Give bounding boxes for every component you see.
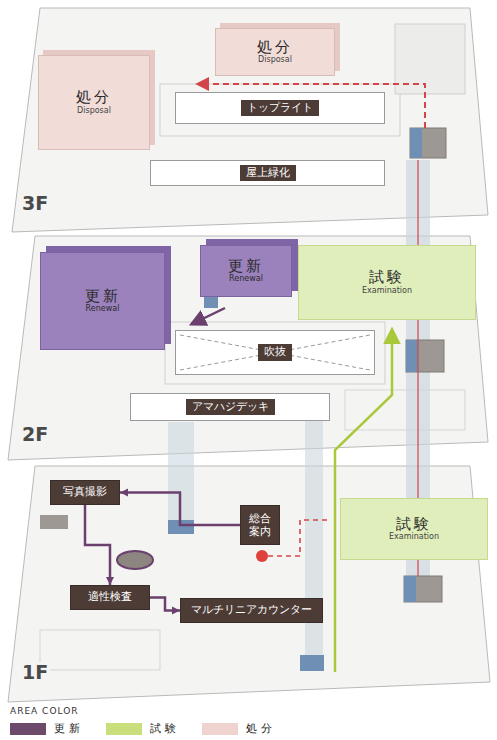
examination-area: 試験Examination bbox=[340, 498, 488, 560]
stair-mark bbox=[204, 296, 218, 308]
legend-heading: AREA COLOR bbox=[10, 706, 79, 716]
node-title: 試験 bbox=[369, 269, 405, 286]
renewal-area: 更新Renewal bbox=[40, 252, 165, 350]
stair-mark bbox=[410, 128, 422, 158]
node-content: 更新Renewal bbox=[228, 258, 264, 284]
disposal-area: 処分Disposal bbox=[215, 28, 335, 76]
stair bbox=[404, 576, 442, 602]
legend: 更新 試験 処分 bbox=[10, 721, 298, 736]
counter-tag: 総合案内 bbox=[240, 505, 280, 545]
node-content: 更新Renewal bbox=[85, 288, 121, 314]
legend-text: 試験 bbox=[150, 721, 180, 736]
floor-plate bbox=[8, 466, 490, 702]
counter-tag: 写真撮影 bbox=[50, 480, 120, 505]
node-subtitle: Disposal bbox=[77, 107, 111, 116]
node-title: 総合案内 bbox=[247, 511, 273, 539]
node-title: 試験 bbox=[396, 516, 432, 533]
node-subtitle: Examination bbox=[362, 287, 412, 296]
stair-mark bbox=[406, 340, 418, 372]
node-subtitle: Renewal bbox=[86, 305, 120, 314]
plan-line bbox=[40, 630, 160, 670]
legend-item: 処分 bbox=[202, 721, 276, 736]
renewal-flow bbox=[192, 308, 225, 324]
examination-area: 試験Examination bbox=[298, 245, 476, 320]
atrium-box: 吹抜 bbox=[175, 330, 375, 375]
legend-swatch bbox=[106, 723, 142, 735]
node-content: 処分Disposal bbox=[257, 39, 293, 65]
disposal-area: 処分Disposal bbox=[38, 55, 150, 150]
node-content: 写真撮影 bbox=[59, 484, 111, 500]
node-content: アマハジデッキ bbox=[186, 399, 275, 415]
node-title: 写真撮影 bbox=[59, 484, 111, 500]
node-subtitle: Disposal bbox=[258, 56, 292, 65]
node-content: 処分Disposal bbox=[76, 89, 112, 115]
node-content: 試験Examination bbox=[389, 516, 439, 542]
node-title: 処分 bbox=[257, 39, 293, 56]
stair-mark bbox=[404, 576, 416, 602]
legend-item: 試験 bbox=[106, 721, 180, 736]
flow-connector bbox=[150, 598, 180, 615]
plan-line bbox=[160, 84, 400, 136]
arrow-head bbox=[120, 489, 128, 497]
node-title: 処分 bbox=[76, 89, 112, 106]
node-content: 適性検査 bbox=[84, 589, 136, 605]
node-content: マルチリニアカウンター bbox=[187, 602, 316, 618]
legend-text: 処分 bbox=[246, 721, 276, 736]
node-subtitle: Renewal bbox=[229, 275, 263, 284]
renewal-area: 更新Renewal bbox=[200, 245, 292, 297]
node-content: 屋上緑化 bbox=[240, 165, 296, 181]
stair bbox=[406, 340, 444, 372]
deck-box: アマハジデッキ bbox=[130, 393, 330, 421]
node-title: トップライト bbox=[241, 100, 319, 116]
flow-connector bbox=[120, 489, 240, 526]
stair bbox=[410, 128, 446, 158]
flow-line bbox=[85, 505, 110, 585]
stair-mark bbox=[300, 655, 324, 671]
node-title: 更新 bbox=[85, 288, 121, 305]
floor-label: 3F bbox=[20, 193, 50, 214]
node-title: 更新 bbox=[228, 258, 264, 275]
skylight-box: トップライト bbox=[175, 92, 385, 124]
node-content: トップライト bbox=[241, 100, 319, 116]
legend-swatch bbox=[10, 723, 46, 735]
node-title: 吹抜 bbox=[258, 344, 292, 360]
node-title: マルチリニアカウンター bbox=[187, 602, 316, 618]
node-content: 吹抜 bbox=[258, 344, 292, 360]
node-title: 屋上緑化 bbox=[240, 165, 296, 181]
legend-item: 更新 bbox=[10, 721, 84, 736]
legend-swatch bbox=[202, 723, 238, 735]
node-title: アマハジデッキ bbox=[186, 399, 275, 415]
flow-connector bbox=[85, 505, 114, 585]
floor-label: 2F bbox=[20, 424, 50, 445]
floor-label: 1F bbox=[20, 662, 50, 683]
node-subtitle: Examination bbox=[389, 533, 439, 542]
arrow-head bbox=[172, 607, 180, 615]
roof-garden-box: 屋上緑化 bbox=[150, 160, 385, 186]
node-content: 総合案内 bbox=[247, 511, 273, 539]
plan-line bbox=[165, 322, 385, 384]
aptitude-test-desk bbox=[117, 551, 153, 569]
legend-text: 更新 bbox=[54, 721, 84, 736]
arrow-head bbox=[106, 577, 114, 585]
information-point bbox=[256, 550, 268, 562]
flow-line bbox=[120, 493, 240, 526]
node-content: 試験Examination bbox=[362, 269, 412, 295]
counter-tag: 適性検査 bbox=[70, 585, 150, 610]
counter-tag: マルチリニアカウンター bbox=[180, 598, 323, 623]
void-cross-line bbox=[180, 335, 370, 370]
photo-booth bbox=[40, 515, 68, 529]
node-title: 適性検査 bbox=[84, 589, 136, 605]
